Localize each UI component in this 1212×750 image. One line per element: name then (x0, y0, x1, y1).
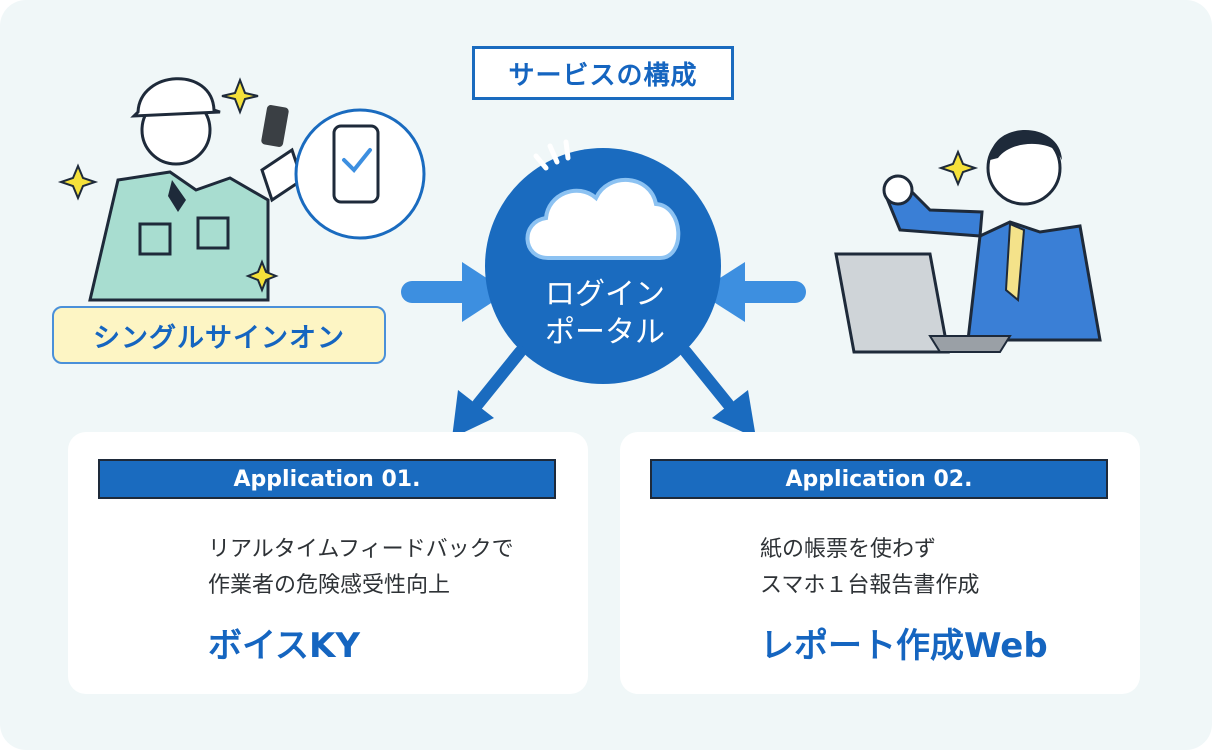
diagram-title: サービスの構成 (472, 46, 734, 100)
worker-illustration (88, 77, 304, 302)
app-card-header: Application 02. (650, 459, 1108, 499)
sso-badge: シングルサインオン (52, 306, 386, 364)
down-left-arrow (452, 346, 526, 438)
app-card-description: リアルタイムフィードバックで 作業者の危険感受性向上 (208, 532, 514, 604)
app-card-name: レポート作成Web (760, 626, 1048, 666)
sparkle-lines-icon (533, 139, 571, 171)
left-arrow (401, 262, 508, 322)
app-card-description: 紙の帳票を使わず スマホ１台報告書作成 (760, 532, 979, 604)
portal-label: ログイン ポータル (505, 276, 705, 352)
app-card-1: Application 01. リアルタイムフィードバックで 作業者の危険感受性… (68, 432, 588, 694)
app-card-desc-line2: 作業者の危険感受性向上 (208, 573, 451, 598)
app-card-header: Application 01. (98, 459, 556, 499)
app-card-desc-line1: 紙の帳票を使わず (760, 537, 937, 562)
portal-label-line2: ポータル (545, 315, 665, 350)
phone-check-icon (294, 108, 426, 240)
app-card-name: ボイスKY (208, 626, 360, 666)
businessman-illustration (834, 130, 1102, 354)
down-right-arrow (680, 346, 756, 438)
cloud-icon (525, 177, 681, 260)
right-arrow (698, 262, 806, 322)
app-card-2: Application 02. 紙の帳票を使わず スマホ１台報告書作成 レポート… (620, 432, 1140, 694)
app-card-desc-line1: リアルタイムフィードバックで (208, 537, 514, 562)
app-card-desc-line2: スマホ１台報告書作成 (760, 573, 980, 598)
portal-label-line1: ログイン (545, 277, 665, 312)
sparkle-icon (57, 77, 979, 293)
